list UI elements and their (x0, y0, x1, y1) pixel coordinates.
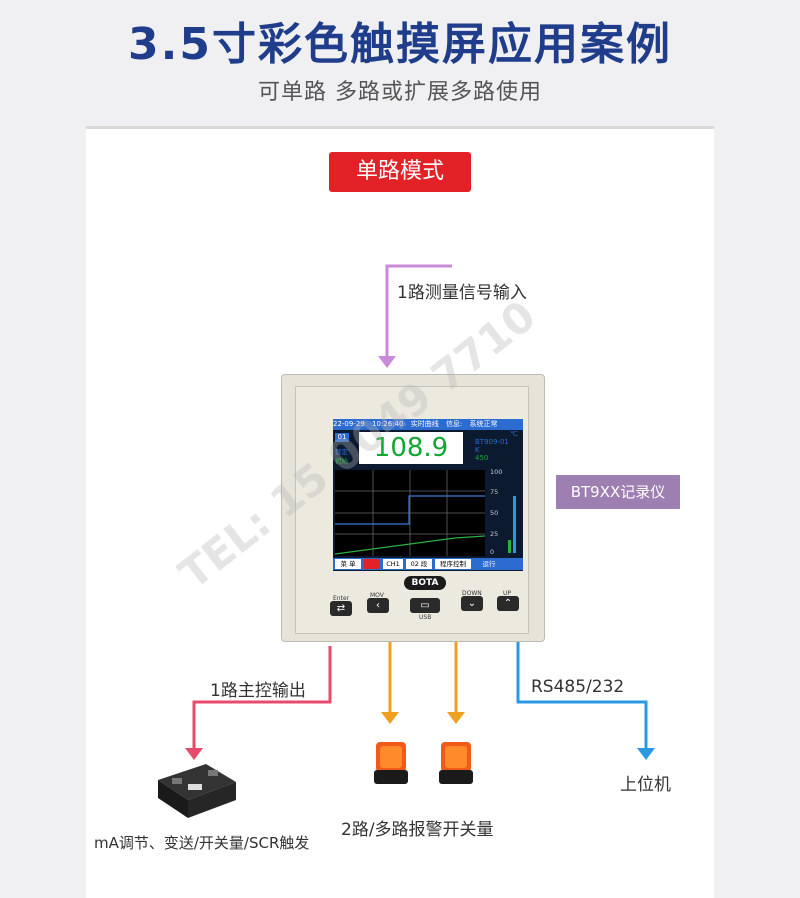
screen-range-max: 450 (475, 454, 489, 462)
screen-scale: 100 75 50 25 0 (486, 468, 522, 556)
ssr-relay-image (158, 764, 236, 818)
alarm-arrow-head-2 (447, 712, 465, 724)
main-output-label: 1路主控输出 (210, 681, 306, 701)
model-tag: BT9XX记录仪 (556, 475, 680, 509)
input-label: 1路测量信号输入 (397, 283, 527, 303)
output-arrow-line (192, 646, 332, 748)
alarm-lamp-2 (439, 742, 473, 784)
screen-time: 10:26:40 (372, 420, 404, 428)
screen-trend-chart (335, 470, 485, 556)
rs485-arrow-line (516, 640, 648, 748)
screen-setpoint-label: 整定: (335, 448, 351, 456)
screen-tab-program[interactable]: 程序控制 (435, 559, 471, 569)
screen-tab-segment[interactable]: 02 段 (406, 559, 432, 569)
screen-date: 22-09-29 (333, 420, 365, 428)
screen-tab-indicator[interactable] (364, 559, 380, 569)
alarm-arrow-head-1 (381, 712, 399, 724)
usb-label: USB (419, 614, 432, 621)
screen-tab-run[interactable]: 运行 (474, 559, 504, 569)
screen-unit: ℃ (510, 430, 518, 438)
screen-tab-menu[interactable]: 菜 单 (335, 559, 361, 569)
screen-channel: 01 (335, 433, 349, 442)
down-label: DOWN (462, 590, 482, 597)
up-button[interactable]: ⌃ (497, 596, 519, 611)
down-button[interactable]: ⌄ (461, 596, 483, 611)
mov-button[interactable]: ‹ (367, 598, 389, 613)
rs485-arrow-head (637, 748, 655, 760)
screen-bottom-bar: 菜 单 CH1 02 段 程序控制 运行 (333, 558, 523, 570)
alarm-label: 2路/多路报警开关量 (341, 820, 494, 840)
host-label: 上位机 (620, 775, 671, 795)
input-arrow-head (378, 356, 396, 368)
screen-reading: 108.9 (359, 432, 463, 464)
screen-view: 实时曲线 (410, 420, 439, 428)
alarm-lamp-1 (374, 742, 408, 784)
output-arrow-head (185, 748, 203, 760)
screen-type: K (475, 446, 480, 454)
mov-label: MOV (370, 592, 384, 599)
screen-info-label: 信息: (445, 420, 463, 428)
brand-logo: BOTA (404, 576, 446, 590)
enter-button[interactable]: ⇄ (330, 601, 352, 616)
page-subtitle: 可单路 多路或扩展多路使用 (258, 80, 542, 105)
screen-preset-label: 初始 (335, 457, 348, 465)
mode-badge: 单路模式 (329, 152, 471, 192)
rs485-label: RS485/232 (531, 677, 625, 697)
usb-port[interactable]: ▭ (410, 598, 440, 613)
screen-bar-blue (513, 496, 516, 553)
page-title: 3.5寸彩色触摸屏应用案例 (128, 19, 672, 70)
up-label: UP (503, 590, 512, 597)
screen-status-bar: 22-09-29 10:26:40 实时曲线 信息: 系统正常 (333, 419, 523, 430)
input-arrow-line (385, 264, 452, 356)
screen-device-id: BT909-01 (475, 438, 509, 446)
screen-tab-ch1[interactable]: CH1 (383, 559, 403, 569)
ssr-label: mA调节、变送/开关量/SCR触发 (94, 834, 310, 852)
screen-status: 系统正常 (469, 420, 498, 428)
enter-label: Enter (333, 595, 350, 602)
screen-bar-green (508, 540, 511, 553)
